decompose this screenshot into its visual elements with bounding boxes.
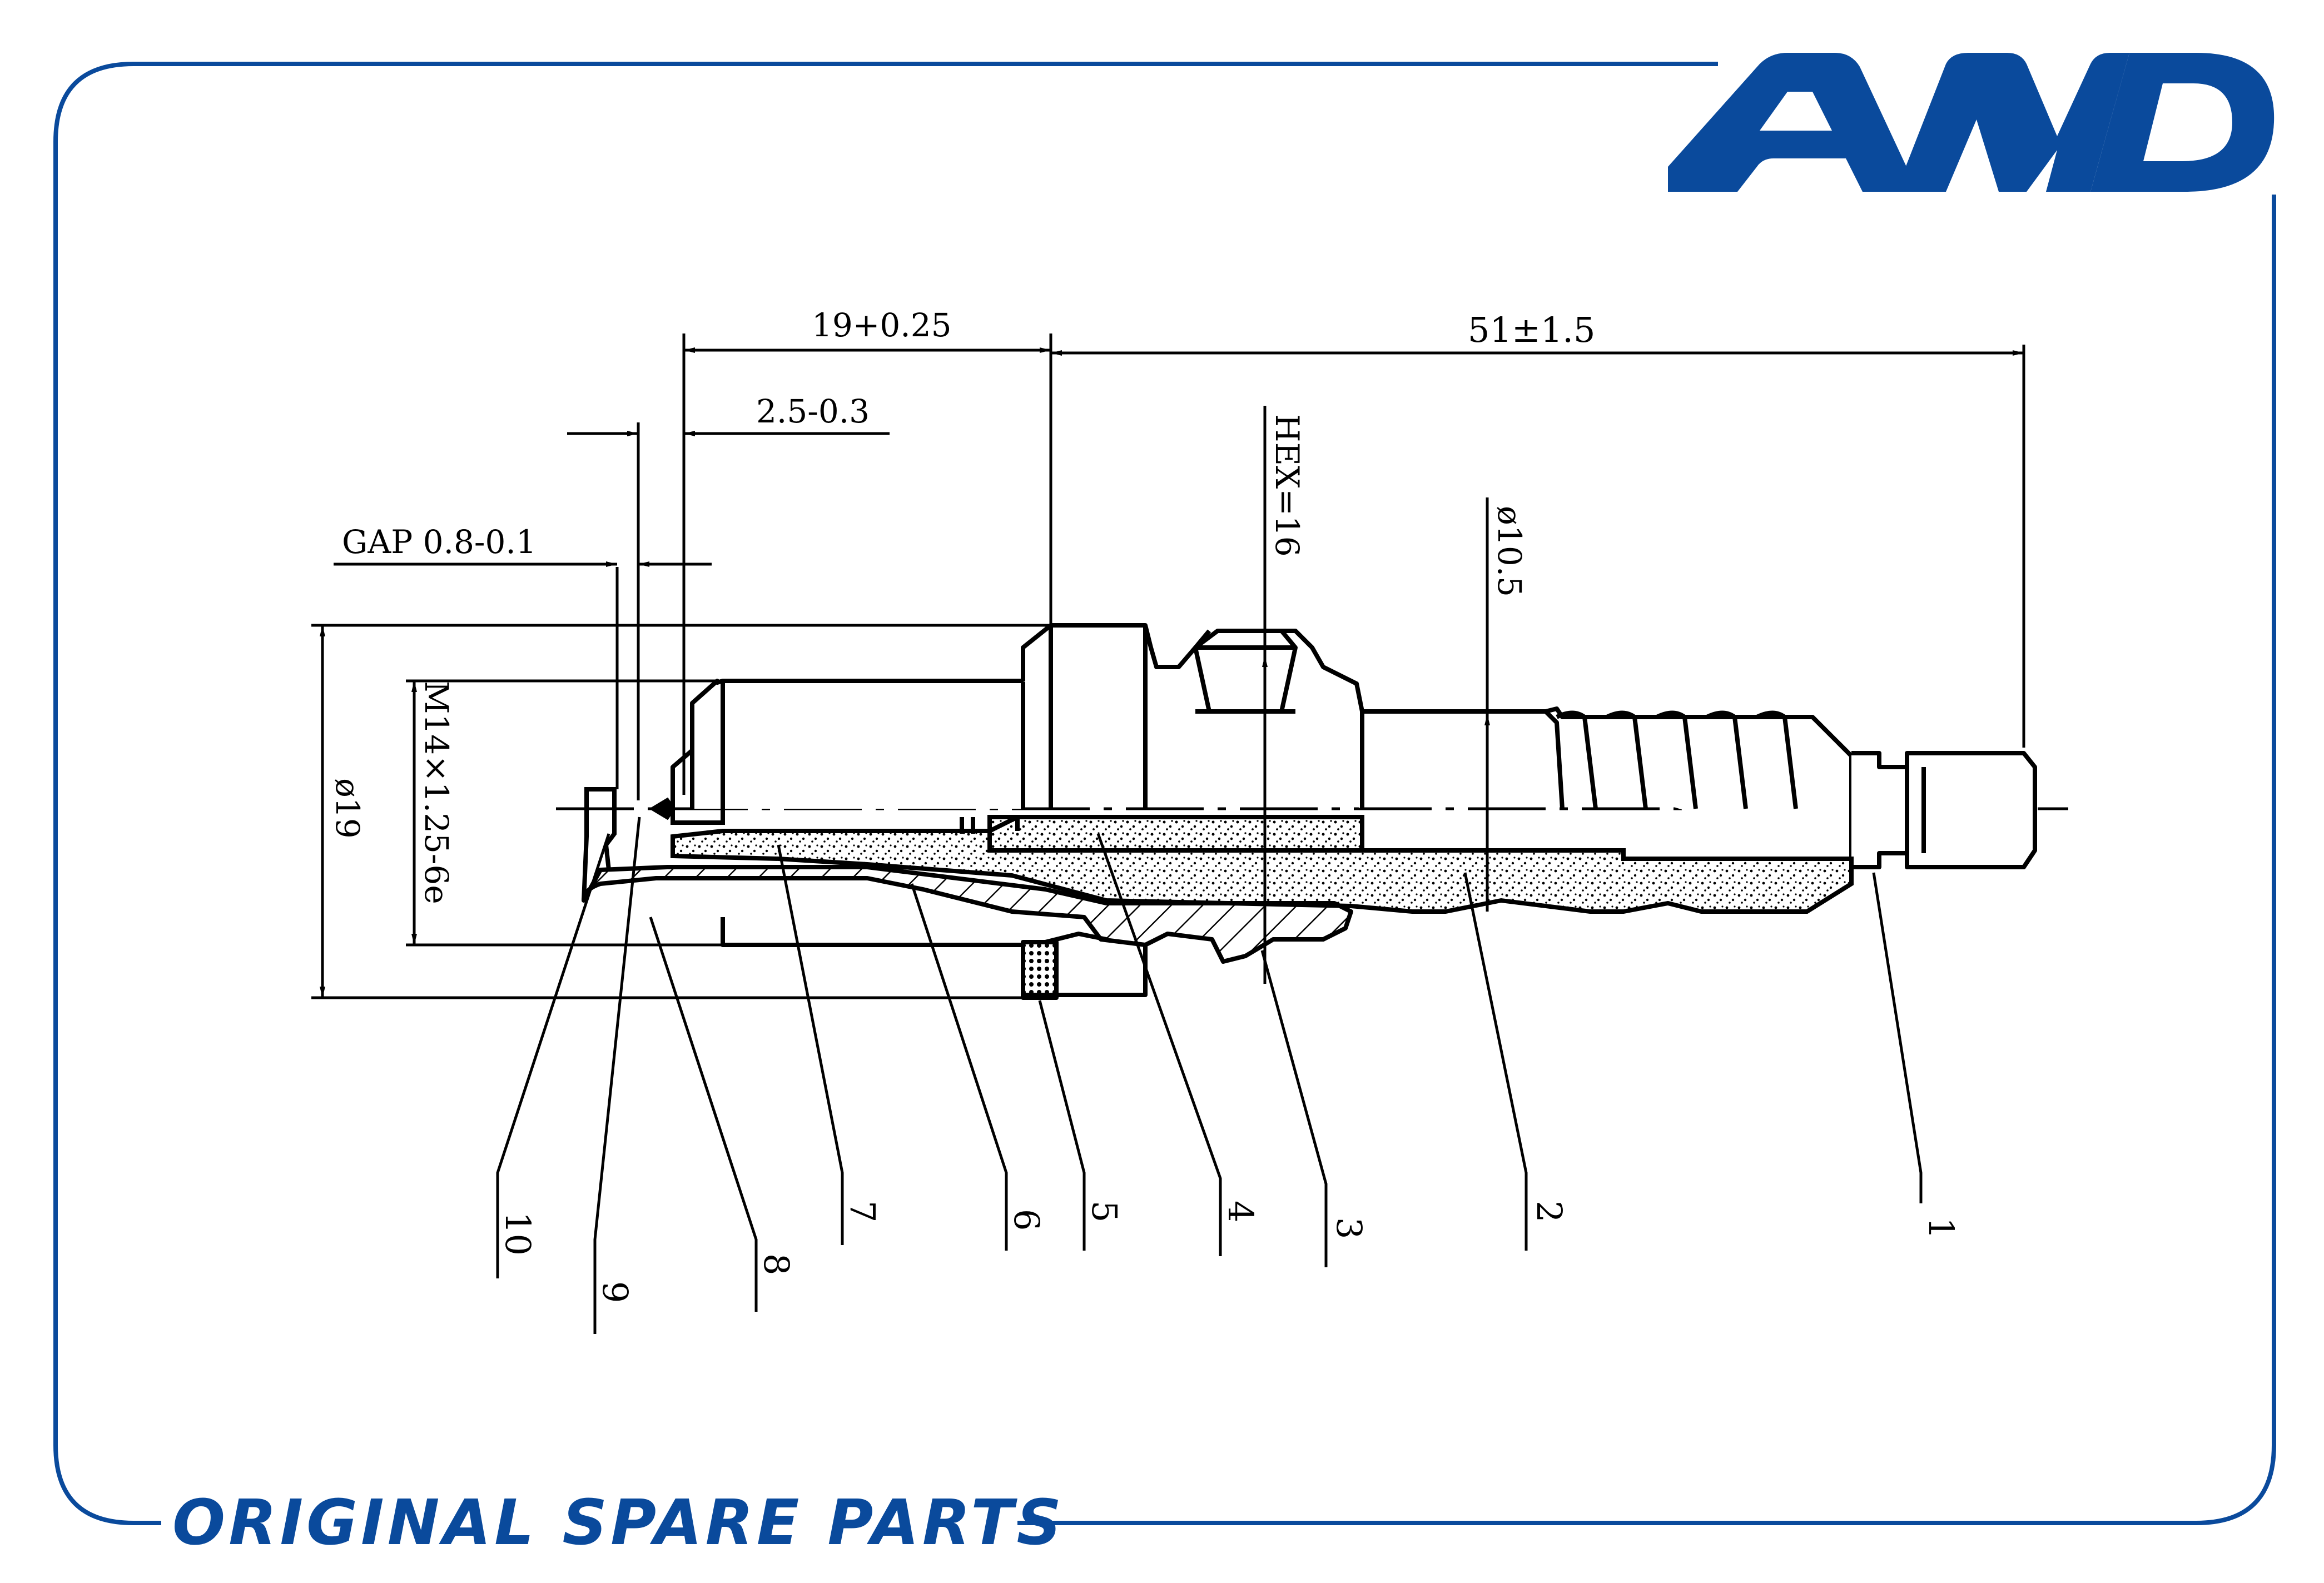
callout-1: 1 [1921,1217,1962,1239]
dim-hex-label: HEX=16 [1268,414,1306,557]
callout-8: 8 [756,1253,797,1275]
callout-5: 5 [1084,1201,1125,1222]
callout-10: 10 [498,1212,538,1256]
amd-logo [1668,53,2275,192]
callout-4: 4 [1220,1201,1261,1222]
dim-10-5-label: ø10.5 [1491,506,1528,597]
callout-7: 7 [842,1201,883,1222]
gasket [1021,940,1059,1000]
dim-gap-label: GAP 0.8-0.1 [342,523,537,561]
tagline: ORIGINAL SPARE PARTS [172,1487,1065,1559]
dim-19-dia-label: ø19 [329,778,366,839]
dimension-labels: 19+0.25 51±1.5 2.5-0.3 GAP 0.8-0.1 HEX=1… [329,306,1595,904]
spark-plug-body [582,623,2037,1000]
callout-9: 9 [595,1281,635,1303]
center-electrode [649,797,1626,859]
dim-19-label: 19+0.25 [812,306,952,344]
dim-thread-label: M14×1.25-6e [418,681,455,904]
tagline-group: ORIGINAL SPARE PARTS [167,1485,1065,1559]
callout-2: 2 [1529,1201,1570,1222]
dim-51-label: 51±1.5 [1468,310,1595,350]
page-frame [53,62,2276,1525]
leader-lines [496,817,1923,1334]
callout-6: 6 [1006,1209,1047,1231]
callout-labels: 1 2 3 4 5 6 7 8 9 10 [498,1201,1962,1303]
dimension-lines [311,333,2025,999]
insulator-ceramic [671,815,1854,914]
callout-3: 3 [1329,1217,1369,1239]
dim-2-5-label: 2.5-0.3 [756,392,870,430]
